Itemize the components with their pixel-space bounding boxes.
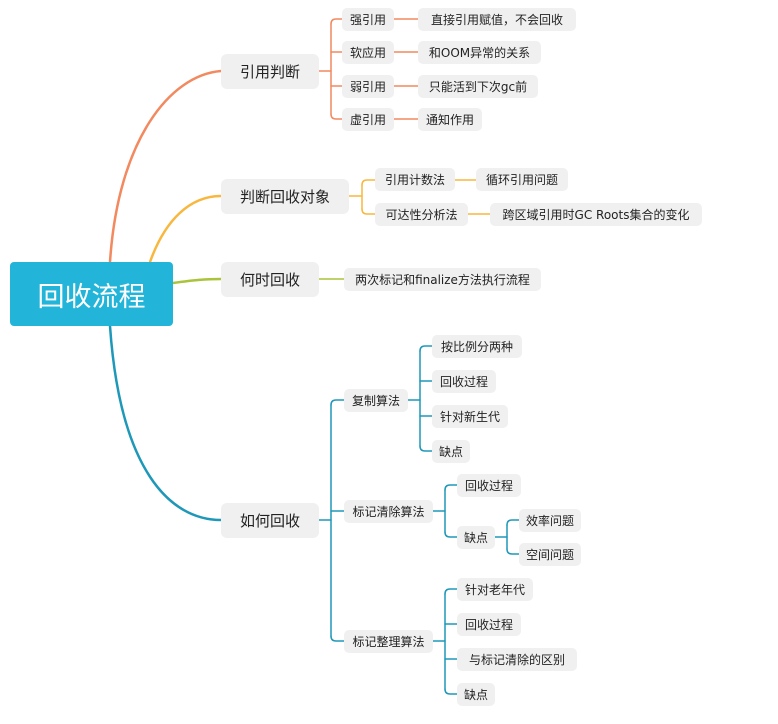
edge-judge-child-1: [361, 208, 376, 215]
edge-sweep-child-0: [444, 484, 458, 491]
mark-compact-difference[interactable]: 与标记清除的区别: [457, 648, 577, 671]
branch-judge-node[interactable]: 判断回收对象: [221, 179, 349, 214]
mark-sweep-process[interactable]: 回收过程: [457, 474, 521, 497]
judge-reachability-detail[interactable]: 跨区域引用时GC Roots集合的变化: [490, 203, 702, 226]
edge-judge-child-0: [361, 179, 376, 186]
edge-root-when: [171, 277, 223, 285]
mark-compact-node[interactable]: 标记整理算法: [344, 630, 433, 653]
edge-compact-child-3: [444, 688, 458, 695]
branch-how-node[interactable]: 如何回收: [221, 503, 319, 538]
copy-item-process[interactable]: 回收过程: [432, 370, 496, 393]
edge-root-ref: [108, 69, 223, 264]
edge-how-child-2: [330, 635, 345, 642]
judge-reachability-node[interactable]: 可达性分析法: [375, 203, 468, 226]
ref-weak-detail[interactable]: 只能活到下次gc前: [418, 75, 538, 98]
edge-root-judge: [148, 194, 223, 264]
branch-when-node[interactable]: 何时回收: [221, 262, 319, 297]
ref-soft-node[interactable]: 软应用: [342, 41, 394, 64]
edge-copy-child-3: [419, 445, 433, 452]
edge-sweep-flaw-child-1: [506, 548, 520, 555]
ref-weak-node[interactable]: 弱引用: [342, 75, 394, 98]
mark-compact-old[interactable]: 针对老年代: [457, 578, 533, 601]
ref-strong-detail[interactable]: 直接引用赋值，不会回收: [418, 8, 576, 31]
edge-ref-child-3: [330, 113, 343, 120]
mark-sweep-efficiency[interactable]: 效率问题: [519, 509, 581, 532]
mark-compact-process[interactable]: 回收过程: [457, 613, 521, 636]
edge-sweep-flaw-child-0: [506, 519, 520, 526]
ref-strong-node[interactable]: 强引用: [342, 8, 394, 31]
ref-phantom-detail[interactable]: 通知作用: [418, 108, 482, 131]
branch-ref-node[interactable]: 引用判断: [221, 54, 319, 89]
ref-soft-detail[interactable]: 和OOM异常的关系: [418, 41, 541, 64]
mark-sweep-space[interactable]: 空间问题: [519, 543, 581, 566]
copy-item-flaw[interactable]: 缺点: [432, 440, 470, 463]
edge-root-how: [108, 324, 223, 522]
edge-how-child-0: [330, 399, 345, 406]
copy-item-ratio[interactable]: 按比例分两种: [432, 335, 522, 358]
edge-ref-child-0: [330, 18, 343, 25]
edge-copy-child-0: [419, 345, 433, 352]
mark-sweep-flaw[interactable]: 缺点: [457, 526, 495, 549]
ref-phantom-node[interactable]: 虚引用: [342, 108, 394, 131]
root-node[interactable]: 回收流程: [10, 262, 173, 326]
copy-algorithm-node[interactable]: 复制算法: [344, 389, 408, 412]
judge-refcount-node[interactable]: 引用计数法: [375, 168, 455, 191]
edge-compact-child-0: [444, 588, 458, 595]
judge-refcount-detail[interactable]: 循环引用问题: [476, 168, 568, 191]
copy-item-young[interactable]: 针对新生代: [432, 405, 508, 428]
mark-sweep-node[interactable]: 标记清除算法: [344, 500, 433, 523]
edge-sweep-child-1: [444, 531, 458, 538]
mark-compact-flaw[interactable]: 缺点: [457, 683, 495, 706]
when-detail-node[interactable]: 两次标记和finalize方法执行流程: [344, 268, 541, 291]
